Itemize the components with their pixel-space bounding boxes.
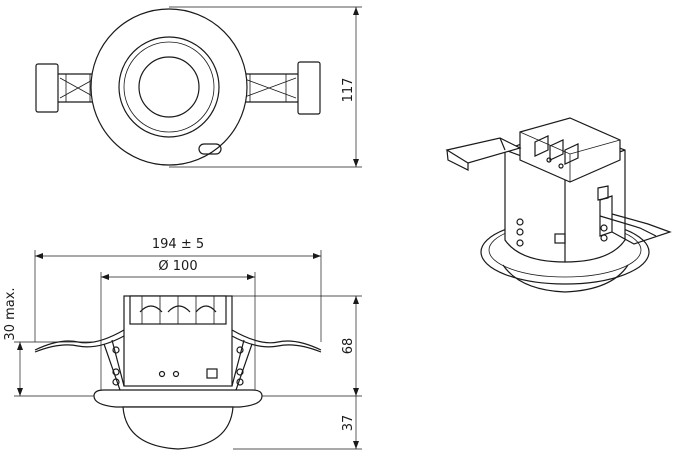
dim-label-d100: Ø 100 xyxy=(158,259,197,274)
dim-label-194: 194 ± 5 xyxy=(152,237,204,252)
dim-label-68: 68 xyxy=(341,338,356,355)
dim-label-117: 117 xyxy=(341,78,356,103)
lens-ring xyxy=(118,36,220,138)
dim-label-30max: 30 max. xyxy=(3,287,18,340)
flange-plate xyxy=(93,389,263,408)
iso-left-clip xyxy=(445,137,522,164)
side-view: 194 ± 5 Ø 100 xyxy=(3,237,362,450)
right-spring xyxy=(231,329,322,351)
lens-center xyxy=(138,56,200,118)
right-clip xyxy=(237,61,321,115)
flange-outline xyxy=(90,8,248,166)
left-clip xyxy=(35,63,101,113)
sensor-dome xyxy=(122,406,234,450)
isometric-view xyxy=(445,117,672,293)
top-view: 117 xyxy=(35,6,362,168)
dim-label-37: 37 xyxy=(341,415,356,432)
indicator-slot xyxy=(198,143,222,155)
